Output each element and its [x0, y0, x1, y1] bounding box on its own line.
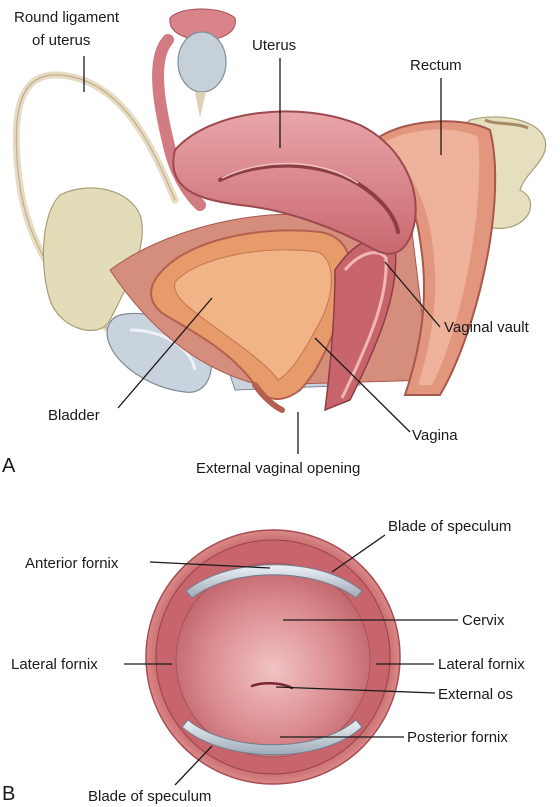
panel-b-leaders	[124, 534, 458, 786]
label-vagina: Vagina	[412, 427, 458, 444]
label-uterus: Uterus	[252, 37, 296, 54]
label-blade-of-speculum-bottom: Blade of speculum	[88, 788, 211, 805]
panel-letter-b: B	[2, 783, 15, 805]
external-os	[250, 682, 294, 690]
label-external-os: External os	[438, 686, 513, 703]
speculum-blade-bottom	[181, 719, 363, 756]
label-posterior-fornix: Posterior fornix	[407, 729, 508, 746]
panel-b-illustration	[145, 529, 401, 785]
cervix	[175, 562, 371, 758]
pubic-bone	[42, 187, 143, 331]
label-vaginal-vault: Vaginal vault	[444, 319, 530, 336]
ovary	[177, 31, 227, 93]
label-rectum: Rectum	[410, 57, 462, 74]
panel-a-illustration	[12, 8, 547, 413]
label-blade-of-speculum-top: Blade of speculum	[388, 518, 511, 535]
panel-a-leaders	[83, 56, 442, 454]
uterus	[172, 110, 417, 255]
fimbriae	[169, 8, 236, 41]
label-lateral-fornix-right: Lateral fornix	[438, 656, 525, 673]
label-round-ligament-line1: Round ligament	[14, 9, 120, 26]
label-cervix: Cervix	[462, 612, 505, 629]
speculum-blade-top	[185, 564, 363, 599]
label-external-vaginal-opening: External vaginal opening	[196, 460, 360, 477]
label-lateral-fornix-left: Lateral fornix	[11, 656, 98, 673]
urethra	[252, 382, 285, 413]
label-round-ligament-line2: of uterus	[32, 32, 90, 49]
label-bladder: Bladder	[48, 407, 100, 424]
label-anterior-fornix: Anterior fornix	[25, 555, 119, 572]
panel-letter-a: A	[2, 455, 16, 477]
